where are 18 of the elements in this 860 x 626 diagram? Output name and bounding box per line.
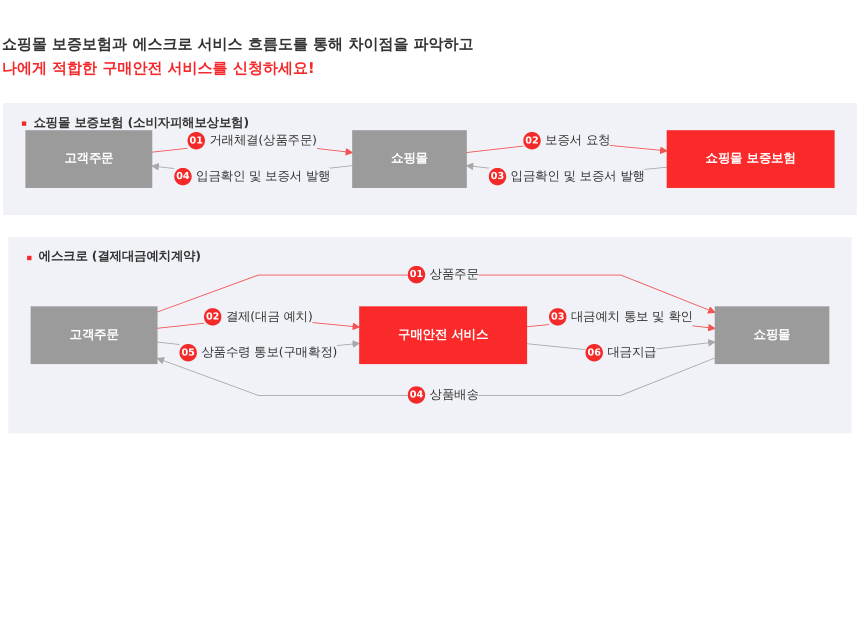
node-box: 고객주문 <box>30 306 158 364</box>
edge-label: 01 거래체결(상품주문) <box>190 134 317 148</box>
node-box: 쇼핑몰 <box>352 130 467 188</box>
heading: 쇼핑몰 보증보험과 에스크로 서비스 흐름도를 통해 차이점을 파악하고 <box>2 34 475 55</box>
node-box: 고객주문 <box>25 130 152 188</box>
edge-label: 04 입금확인 및 보증서 발행 <box>176 170 330 184</box>
edge-label: 02 결제(대금 예치) <box>206 310 313 324</box>
edge-label: 03 입금확인 및 보증서 발행 <box>490 170 645 184</box>
node-box: 쇼핑몰 보증보험 <box>666 130 835 188</box>
edge-label: 04 상품배송 <box>410 388 479 402</box>
edge-label: 06 대금지급 <box>588 346 656 360</box>
edge-label: 01 상품주문 <box>410 268 479 282</box>
highlighted-note: 나에게 적합한 구매안전 서비스를 신청하세요! <box>2 58 316 79</box>
edge-label: 03 대금예치 통보 및 확인 <box>551 310 693 324</box>
node-box: 쇼핑몰 <box>714 306 830 364</box>
edge-label: 02 보증서 요청 <box>525 134 610 148</box>
node-box: 구매안전 서비스 <box>359 306 528 364</box>
edge-label: 05 상품수령 통보(구매확정) <box>181 346 338 360</box>
